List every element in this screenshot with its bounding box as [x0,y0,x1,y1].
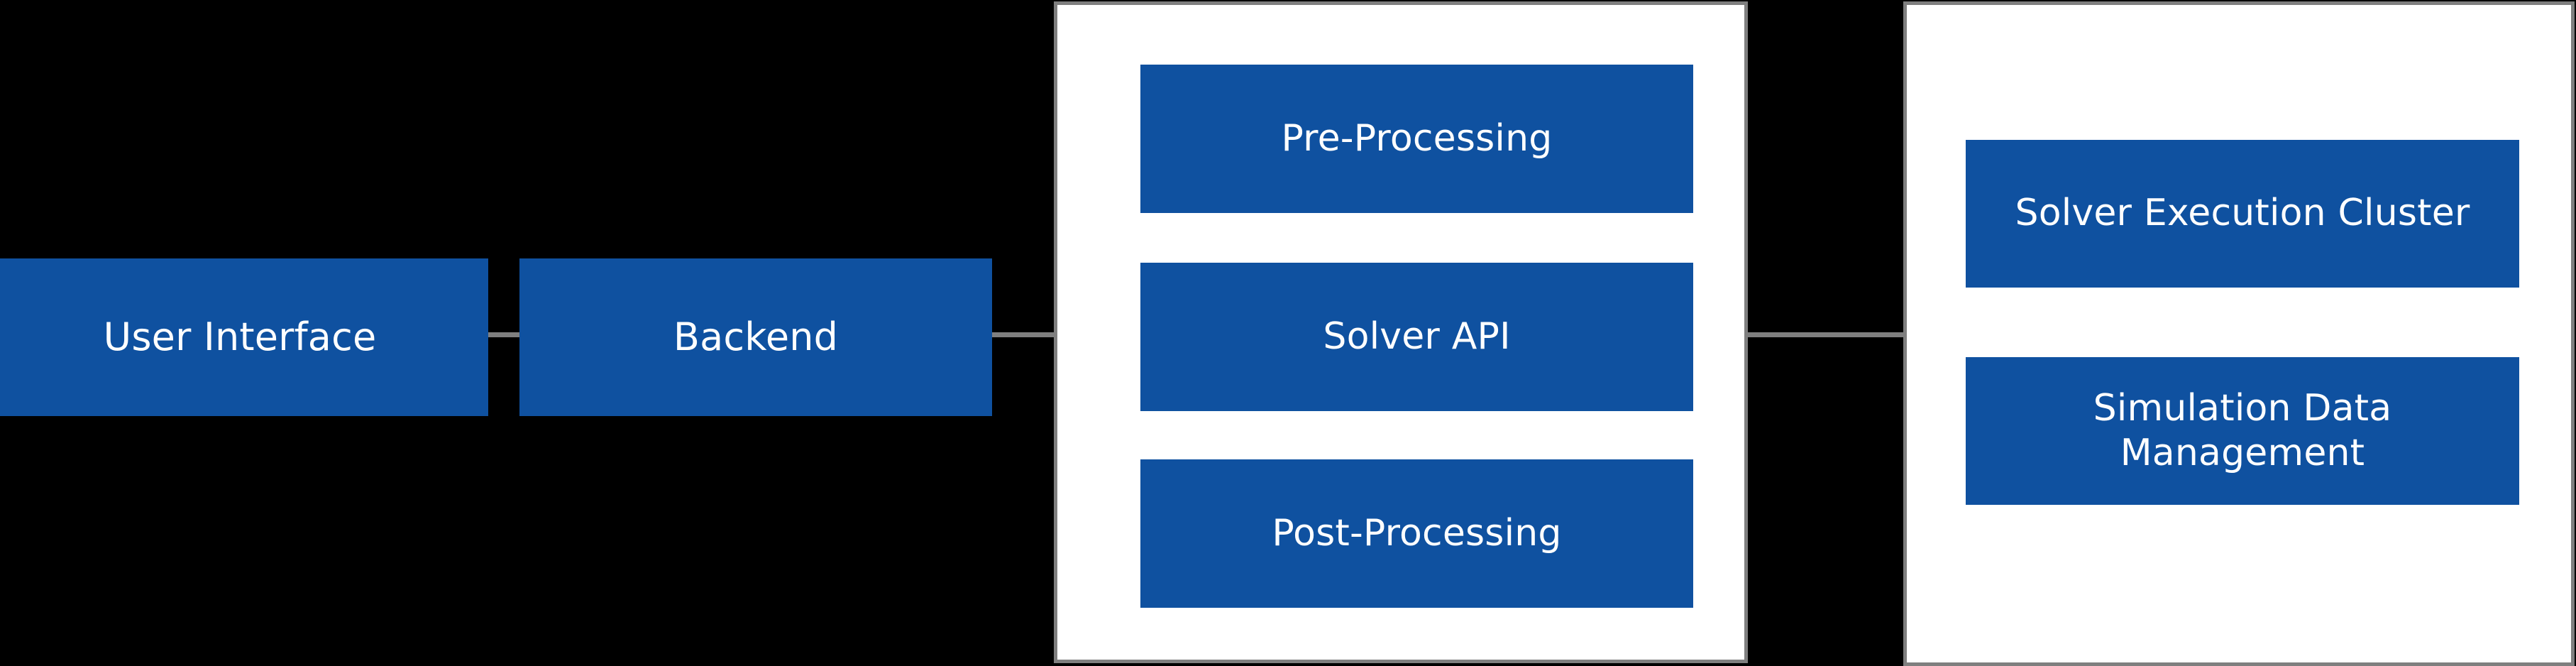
node-solver-execution-cluster[interactable]: Solver Execution Cluster [1966,140,2519,288]
group-services: Pre-Processing Solver API Post-Processin… [1054,1,1748,663]
node-simulation-data-management[interactable]: Simulation Data Management [1966,357,2519,505]
node-pre-processing[interactable]: Pre-Processing [1140,65,1693,213]
group-infrastructure: Solver Execution Cluster Simulation Data… [1903,1,2575,666]
connector-user-interface-to-backend [488,332,521,337]
connector-backend-to-services-group [991,332,1056,337]
node-user-interface[interactable]: User Interface [0,258,488,416]
node-backend[interactable]: Backend [519,258,992,416]
node-solver-api[interactable]: Solver API [1140,263,1693,411]
node-post-processing[interactable]: Post-Processing [1140,459,1693,608]
connector-services-group-to-infrastructure-group [1746,332,1905,337]
